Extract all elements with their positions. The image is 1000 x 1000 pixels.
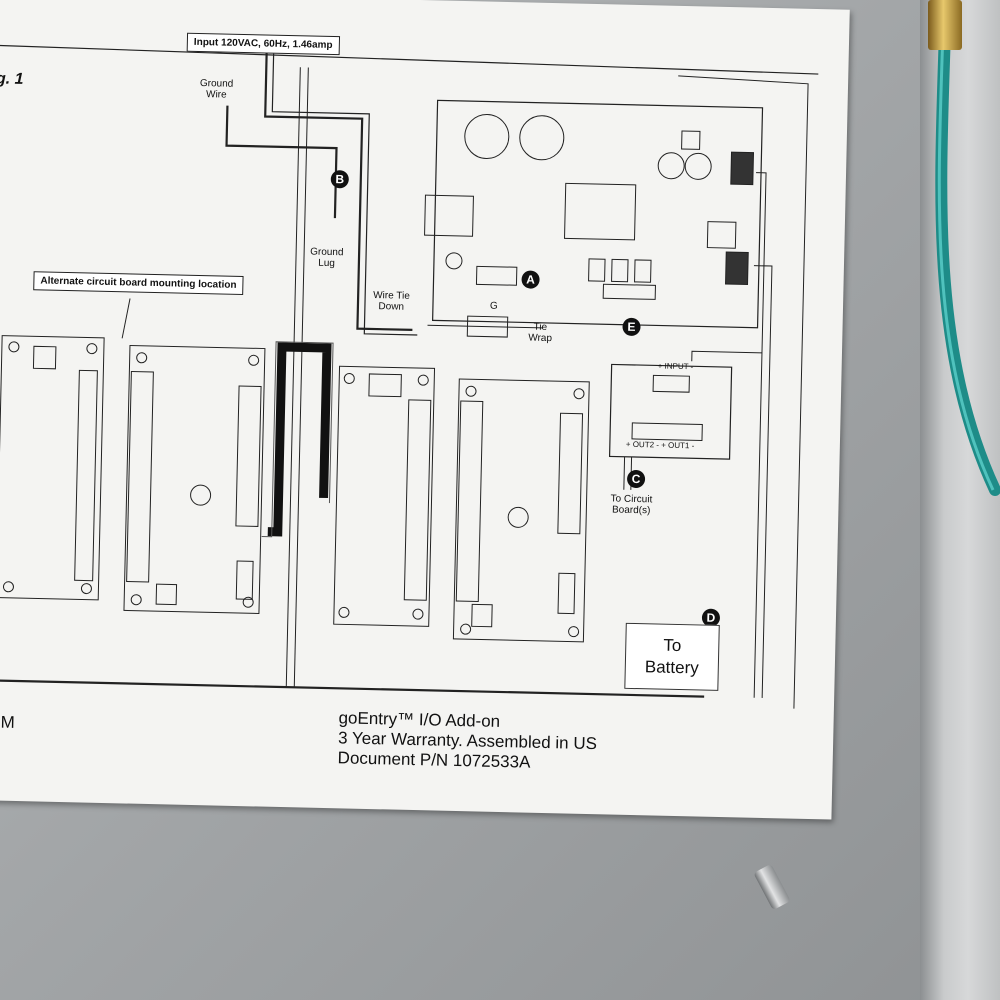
figure-label: g. 1	[0, 70, 24, 89]
footer-left-fragment: OM	[0, 712, 15, 732]
input-power-label: Input 120VAC, 60Hz, 1.46amp	[186, 32, 340, 56]
ground-cable	[935, 24, 1000, 496]
psu-output-label: + OUT2 - + OUT1 -	[625, 439, 695, 451]
footer-info: goEntry™ I/O Add-on 3 Year Warranty. Ass…	[337, 708, 597, 774]
psu-input-label: + INPUT -	[657, 361, 694, 372]
brass-fitting	[928, 0, 962, 50]
diagram-drawing	[0, 44, 819, 709]
metal-bracket	[920, 0, 1000, 1000]
ground-terminal-label: G	[489, 300, 498, 312]
